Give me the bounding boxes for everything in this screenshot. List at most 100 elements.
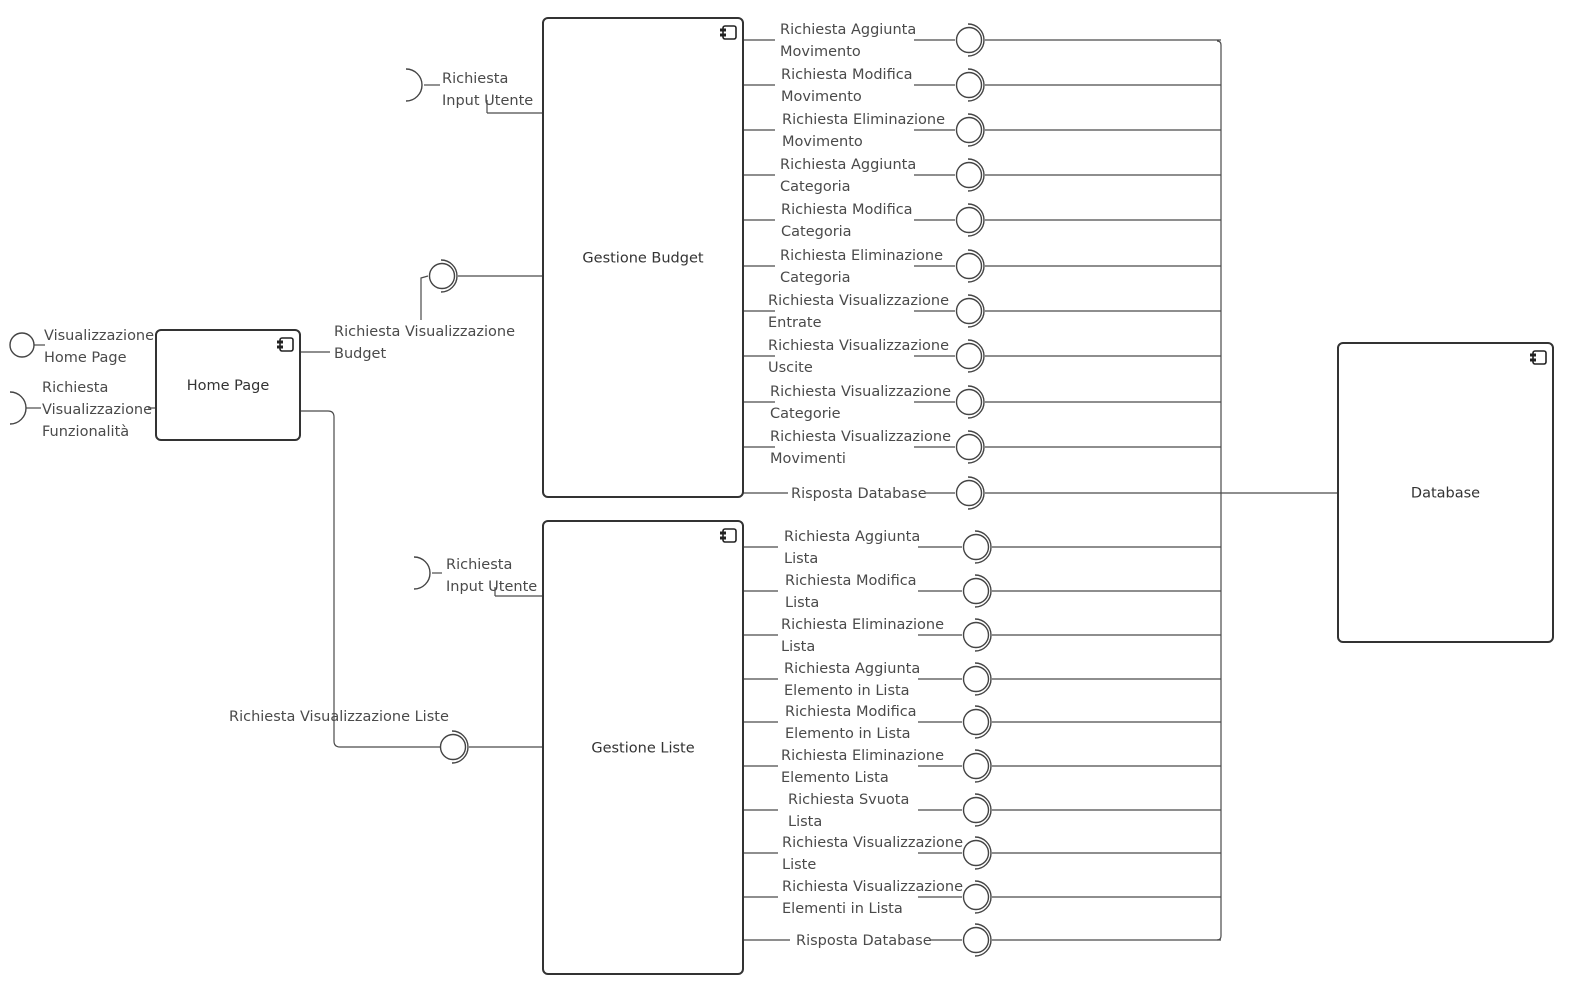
liste-port-6-interface-socket xyxy=(974,749,992,783)
database-component-box xyxy=(1337,342,1554,643)
budget-port-6-interface-ball xyxy=(955,252,983,280)
budget-port-8-interface-socket xyxy=(967,339,985,373)
liste-input-label-line: Richiesta xyxy=(446,557,512,573)
liste-port-2-interface-socket xyxy=(974,574,992,608)
budget-port-10-label-line: Richiesta Visualizzazione xyxy=(770,429,951,445)
budget-port-11-interface-socket xyxy=(967,476,985,510)
liste-port-10-interface-ball xyxy=(962,926,990,954)
budget-port-6-interface-socket xyxy=(967,249,985,283)
home-provided-label-line: Visualizzazione xyxy=(44,328,154,344)
budget-port-2-interface-ball xyxy=(955,71,983,99)
budget-port-11-label: Risposta Database xyxy=(791,486,927,502)
component-icon-tab xyxy=(720,28,726,32)
component-icon xyxy=(277,337,294,352)
liste-port-4-label-line: Richiesta Aggiunta xyxy=(784,661,920,677)
budget-input-label-line: Input Utente xyxy=(442,93,533,109)
liste-port-8-label-line: Liste xyxy=(782,857,816,873)
component-icon-body xyxy=(279,337,294,352)
budget-port-9-interface-ball xyxy=(955,388,983,416)
liste-port-7-label-line: Lista xyxy=(788,814,822,830)
component-icon-tab xyxy=(720,536,726,540)
liste-port-10-interface-socket xyxy=(974,923,992,957)
liste-view-label-line: Richiesta Visualizzazione Liste xyxy=(229,709,449,725)
budget-port-9-label-line: Richiesta Visualizzazione xyxy=(770,384,951,400)
component-icon-body xyxy=(722,25,737,40)
budget-port-7-label-line: Entrate xyxy=(768,315,822,331)
budget-port-4-interface-socket xyxy=(967,158,985,192)
component-icon-tab xyxy=(720,33,726,37)
liste-port-4-interface-socket xyxy=(974,662,992,696)
liste-port-5-interface-socket xyxy=(974,705,992,739)
home-page-component-box xyxy=(155,329,301,441)
liste-port-6-label-line: Richiesta Eliminazione xyxy=(781,748,944,764)
database-component-title: Database xyxy=(1411,486,1480,502)
budget-port-4-label-line: Categoria xyxy=(780,179,851,195)
component-icon-tab xyxy=(720,531,726,535)
liste-view-interface-socket xyxy=(451,730,469,764)
budget-view-lead xyxy=(420,275,429,320)
liste-port-5-label-line: Elemento in Lista xyxy=(785,726,911,742)
liste-port-9-label-line: Richiesta Visualizzazione xyxy=(782,879,963,895)
connector-lines xyxy=(26,39,1338,941)
database-bus xyxy=(1216,40,1222,941)
liste-view-interface-ball xyxy=(439,733,467,761)
liste-port-8-interface-socket xyxy=(974,836,992,870)
gestione-liste-component-title: Gestione Liste xyxy=(591,741,694,757)
component-icon xyxy=(720,25,737,40)
liste-port-7-interface-socket xyxy=(974,793,992,827)
component-icon xyxy=(720,528,737,543)
liste-port-9-interface-ball xyxy=(962,883,990,911)
liste-port-1-label-line: Richiesta Aggiunta xyxy=(784,529,920,545)
component-icon-tab xyxy=(1530,358,1536,362)
budget-port-7-interface-socket xyxy=(967,294,985,328)
budget-port-5-interface-ball xyxy=(955,206,983,234)
budget-port-3-label-line: Movimento xyxy=(782,134,863,150)
budget-view-label-line: Budget xyxy=(334,346,386,362)
budget-port-8-label-line: Uscite xyxy=(768,360,813,376)
budget-port-10-label-line: Movimenti xyxy=(770,451,846,467)
budget-port-2-interface-socket xyxy=(967,68,985,102)
liste-port-10-label-line: Risposta Database xyxy=(796,933,932,949)
liste-port-8-interface-ball xyxy=(962,839,990,867)
budget-port-10-interface-socket xyxy=(967,430,985,464)
budget-port-1-interface-ball xyxy=(955,26,983,54)
home-required-label-line: Funzionalità xyxy=(42,424,129,440)
liste-port-6-interface-ball xyxy=(962,752,990,780)
liste-input-label-line: Input Utente xyxy=(446,579,537,595)
home-required-label-line: Richiesta xyxy=(42,380,108,396)
home-required-socket xyxy=(9,391,27,425)
budget-port-4-label-line: Richiesta Aggiunta xyxy=(780,157,916,173)
budget-port-2-label-line: Richiesta Modifica xyxy=(781,67,913,83)
gestione-liste-component-box xyxy=(542,520,744,975)
budget-port-6-label-line: Richiesta Eliminazione xyxy=(780,248,943,264)
budget-port-9-label-line: Categorie xyxy=(770,406,841,422)
liste-port-5-interface-ball xyxy=(962,708,990,736)
budget-port-5-label-line: Richiesta Modifica xyxy=(781,202,913,218)
liste-port-10-label: Risposta Database xyxy=(796,933,932,949)
gestione-budget-component-box xyxy=(542,17,744,498)
budget-port-1-label-line: Richiesta Aggiunta xyxy=(780,22,916,38)
budget-port-2-label-line: Movimento xyxy=(781,89,862,105)
liste-port-3-interface-socket xyxy=(974,618,992,652)
liste-port-2-interface-ball xyxy=(962,577,990,605)
budget-port-11-label-line: Risposta Database xyxy=(791,486,927,502)
